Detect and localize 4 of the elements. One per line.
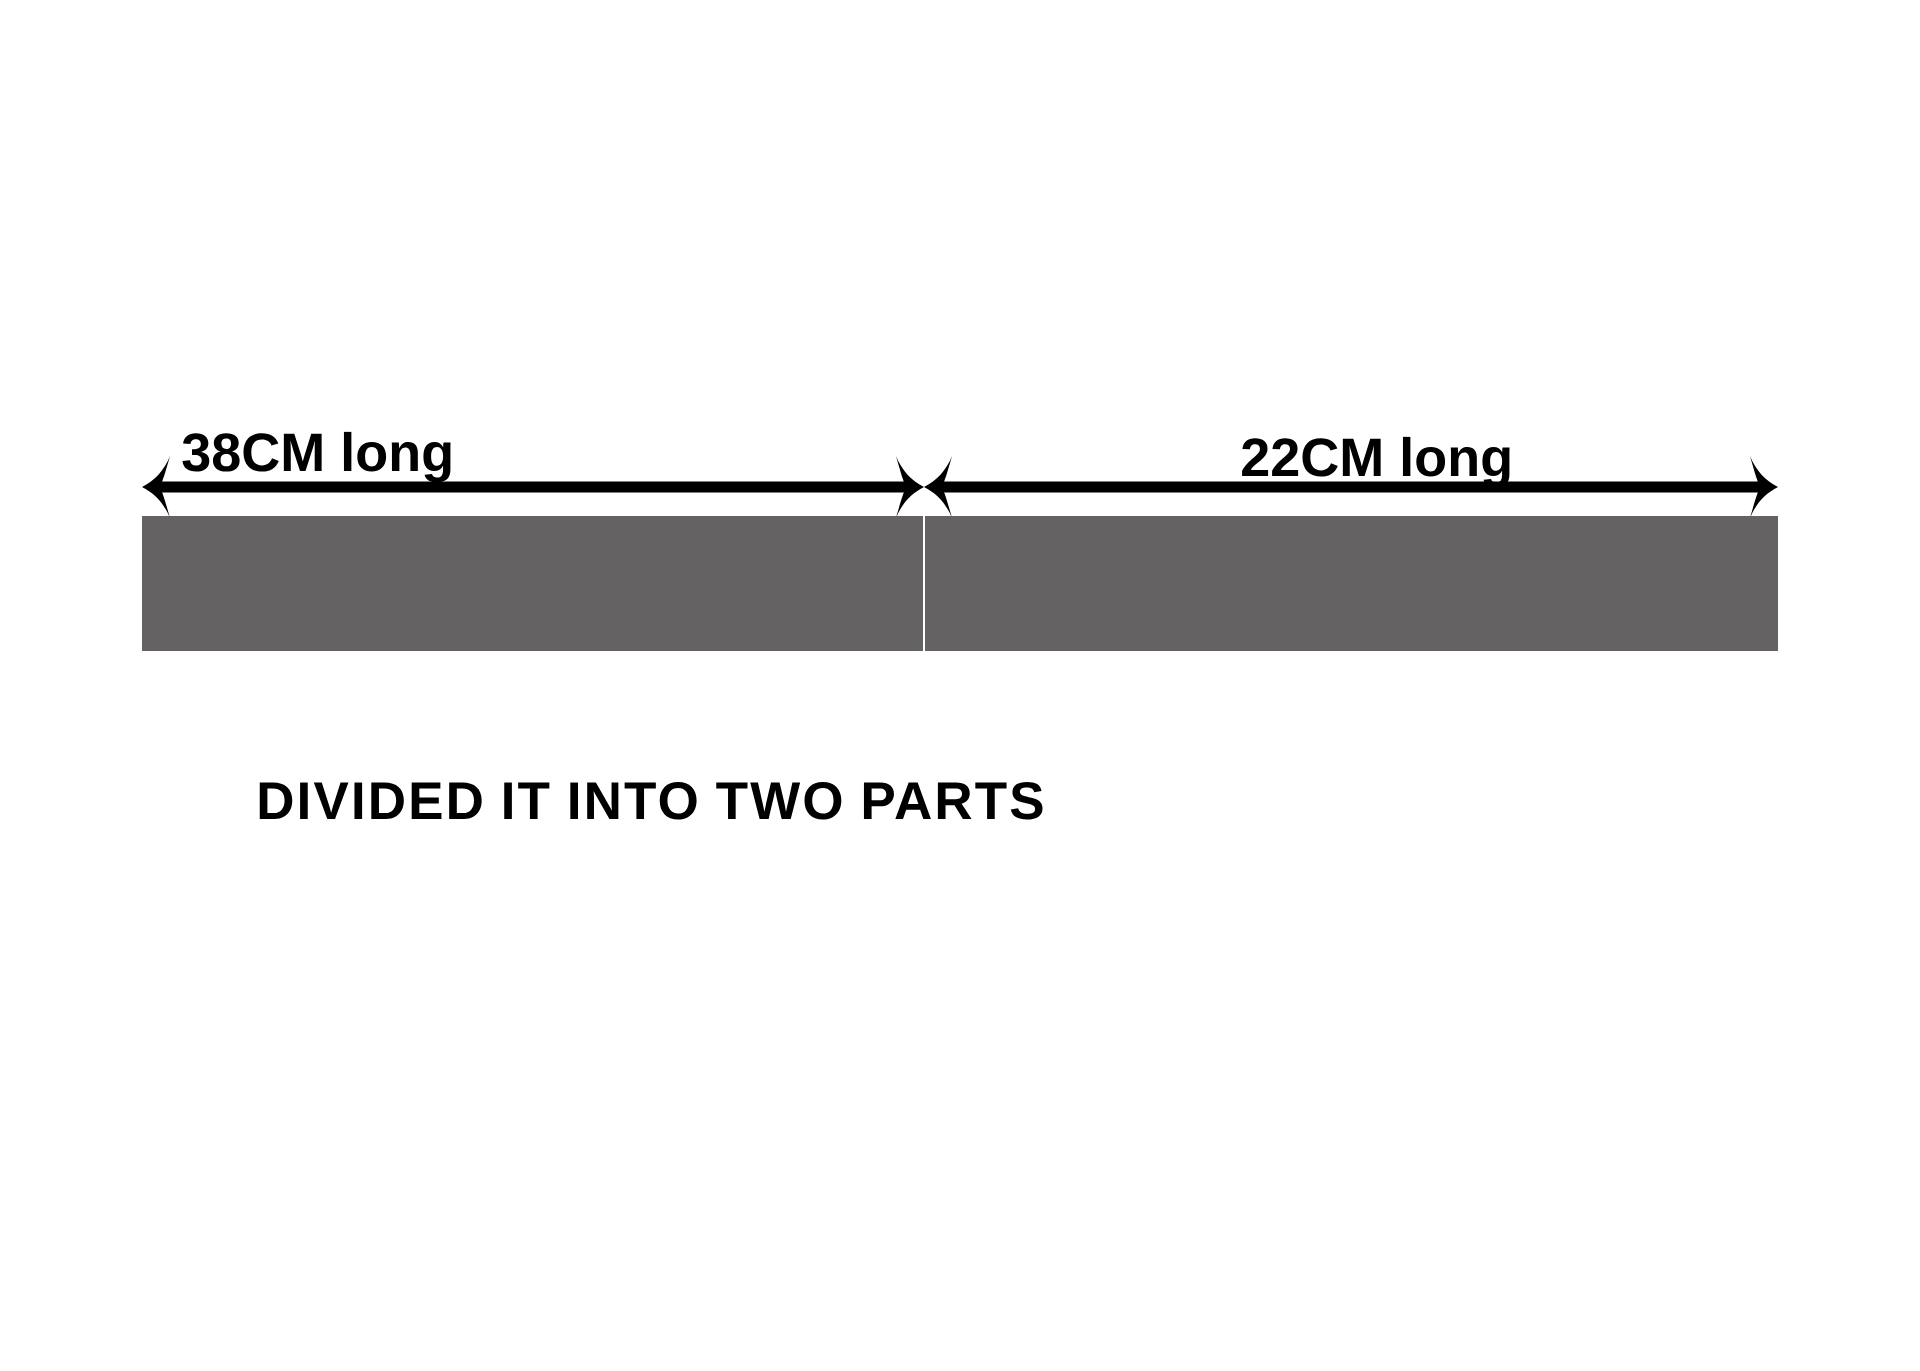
- bar-segment: [925, 516, 1778, 651]
- dimension-label: 22CM long: [1242, 436, 1510, 488]
- caption: DIVIDED IT INTO TWO PARTS: [259, 782, 1043, 820]
- bar-segment: [142, 516, 923, 651]
